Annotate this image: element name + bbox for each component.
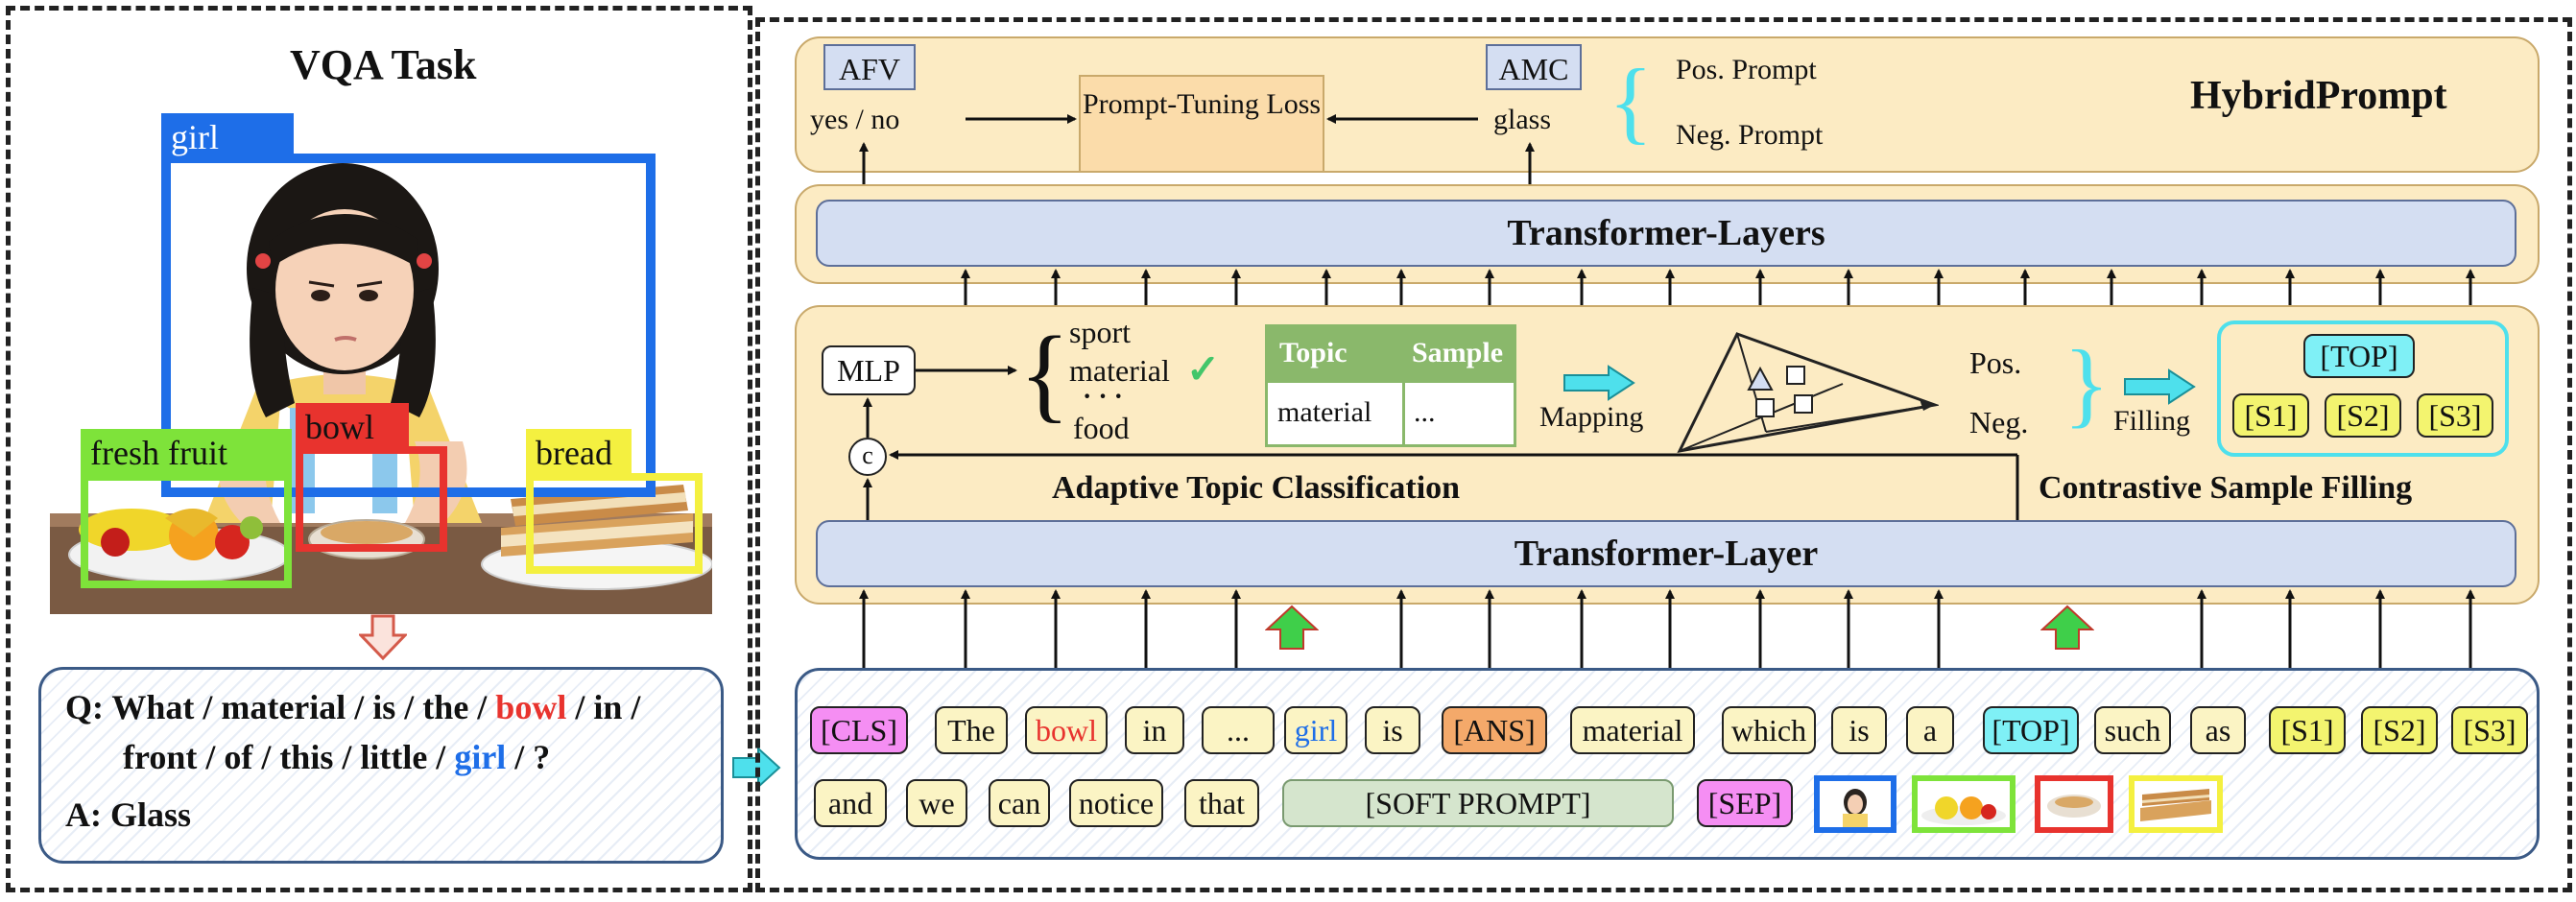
token-such: such: [2094, 706, 2171, 754]
brace-csf-icon: {: [2063, 330, 2110, 437]
atc-title: Adaptive Topic Classification: [1052, 470, 1461, 506]
mapping-arrow-icon: [1563, 365, 1635, 401]
answer-text: A: Glass: [65, 795, 192, 834]
afv-value: yes / no: [810, 104, 900, 135]
question-line-1: Q: What / material / is / the / bowl / i…: [65, 687, 640, 727]
token-material: material: [1570, 706, 1695, 754]
input-token-band: [795, 668, 2540, 860]
question-line-2: front / of / this / little / girl / ?: [123, 737, 550, 777]
token-s3: [S3]: [2451, 706, 2528, 754]
token-the: The: [935, 706, 1008, 754]
token-sep: [SEP]: [1697, 779, 1793, 827]
afv-box: AFV: [823, 44, 916, 90]
brace-top-icon: {: [1609, 50, 1654, 153]
mlp-box: MLP: [822, 345, 916, 395]
vqa-title: VQA Task: [290, 41, 477, 88]
token-a: a: [1906, 706, 1954, 754]
table-cell-topic: material: [1277, 396, 1372, 428]
token-which: which: [1722, 706, 1816, 754]
token-in: in: [1125, 706, 1184, 754]
up-arrow-left-icon: [1265, 605, 1319, 650]
image-token-bread: [2129, 775, 2223, 833]
amc-value: glass: [1493, 104, 1551, 135]
csf-title: Contrastive Sample Filling: [2039, 470, 2413, 506]
csf-slot-s3: [S3]: [2417, 393, 2493, 438]
transformer-layers-bar: Transformer-Layers: [816, 200, 2516, 267]
question-bowl: bowl: [495, 688, 567, 726]
embedding-space-diagram: [1677, 332, 1939, 454]
token-bowl: bowl: [1025, 706, 1108, 754]
token-and: and: [814, 779, 887, 827]
token-can: can: [989, 779, 1050, 827]
bowl-bbox: [296, 446, 447, 552]
token-is-1: is: [1365, 706, 1420, 754]
question-mid: / in /: [566, 688, 641, 726]
topic-sport: sport: [1069, 315, 1131, 349]
token-cls: [CLS]: [810, 706, 908, 754]
filling-label: Filling: [2113, 405, 2191, 437]
token-soft-prompt: [SOFT PROMPT]: [1282, 779, 1674, 827]
csf-neg-label: Neg.: [1969, 405, 2029, 439]
token-ans: [ANS]: [1442, 706, 1547, 754]
topic-food: food: [1073, 411, 1130, 445]
mapping-label: Mapping: [1539, 401, 1644, 433]
image-token-bowl: [2035, 775, 2113, 833]
check-icon: ✓: [1186, 348, 1221, 392]
token-as: as: [2190, 706, 2246, 754]
topic-dots: · · ·: [1083, 382, 1124, 412]
table-header-topic: Topic: [1279, 337, 1348, 368]
brace-topics-icon: {: [1019, 315, 1070, 432]
bowl-bbox-label: bowl: [296, 403, 409, 451]
qa-box: [38, 667, 724, 864]
model-title: HybridPrompt: [2190, 74, 2447, 118]
csf-top-token: [TOP]: [2303, 334, 2415, 378]
token-girl: girl: [1284, 706, 1348, 754]
token-s2: [S2]: [2361, 706, 2438, 754]
token-we: we: [906, 779, 967, 827]
table-cell-sample: ...: [1414, 396, 1436, 428]
question-girl: girl: [454, 738, 507, 776]
table-header-sample: Sample: [1412, 337, 1504, 368]
filling-arrow-icon: [2124, 368, 2196, 405]
token-ellipsis: ...: [1202, 706, 1275, 754]
girl-bbox-label: girl: [161, 113, 294, 161]
topic-sample-table: Topic Sample material ...: [1265, 324, 1516, 447]
pos-prompt-label: Pos. Prompt: [1676, 54, 1817, 85]
image-token-girl: [1814, 775, 1896, 833]
girl-bbox: [161, 154, 656, 497]
up-arrow-right-icon: [2040, 605, 2094, 650]
topic-material: material: [1069, 353, 1170, 388]
concat-circle: c: [848, 438, 887, 476]
bread-bbox-label: bread: [526, 429, 632, 477]
token-notice: notice: [1069, 779, 1163, 827]
token-is-2: is: [1831, 706, 1887, 754]
csf-slot-s2: [S2]: [2325, 393, 2401, 438]
prompt-tuning-loss-box: Prompt-Tuning Loss: [1079, 75, 1324, 173]
amc-box: AMC: [1486, 44, 1582, 90]
image-token-fruit: [1912, 775, 2015, 833]
question-line2-suffix: / ?: [506, 738, 551, 776]
csf-slot-s1: [S1]: [2232, 393, 2309, 438]
question-line2-prefix: front / of / this / little /: [123, 738, 455, 776]
bread-bbox: [526, 473, 703, 574]
token-s1: [S1]: [2269, 706, 2346, 754]
token-that: that: [1184, 779, 1259, 827]
model-panel: [755, 17, 2572, 892]
fresh-fruit-bbox-label: fresh fruit: [81, 429, 292, 477]
token-top: [TOP]: [1983, 706, 2079, 754]
fresh-fruit-bbox: [81, 473, 292, 588]
question-prefix: Q: What / material / is / the /: [65, 688, 496, 726]
neg-prompt-label: Neg. Prompt: [1676, 119, 1824, 151]
csf-pos-label: Pos.: [1969, 345, 2022, 380]
transformer-layer-bar: Transformer-Layer: [816, 520, 2516, 587]
down-arrow-icon: [359, 614, 407, 660]
vqa-panel: [6, 6, 752, 892]
